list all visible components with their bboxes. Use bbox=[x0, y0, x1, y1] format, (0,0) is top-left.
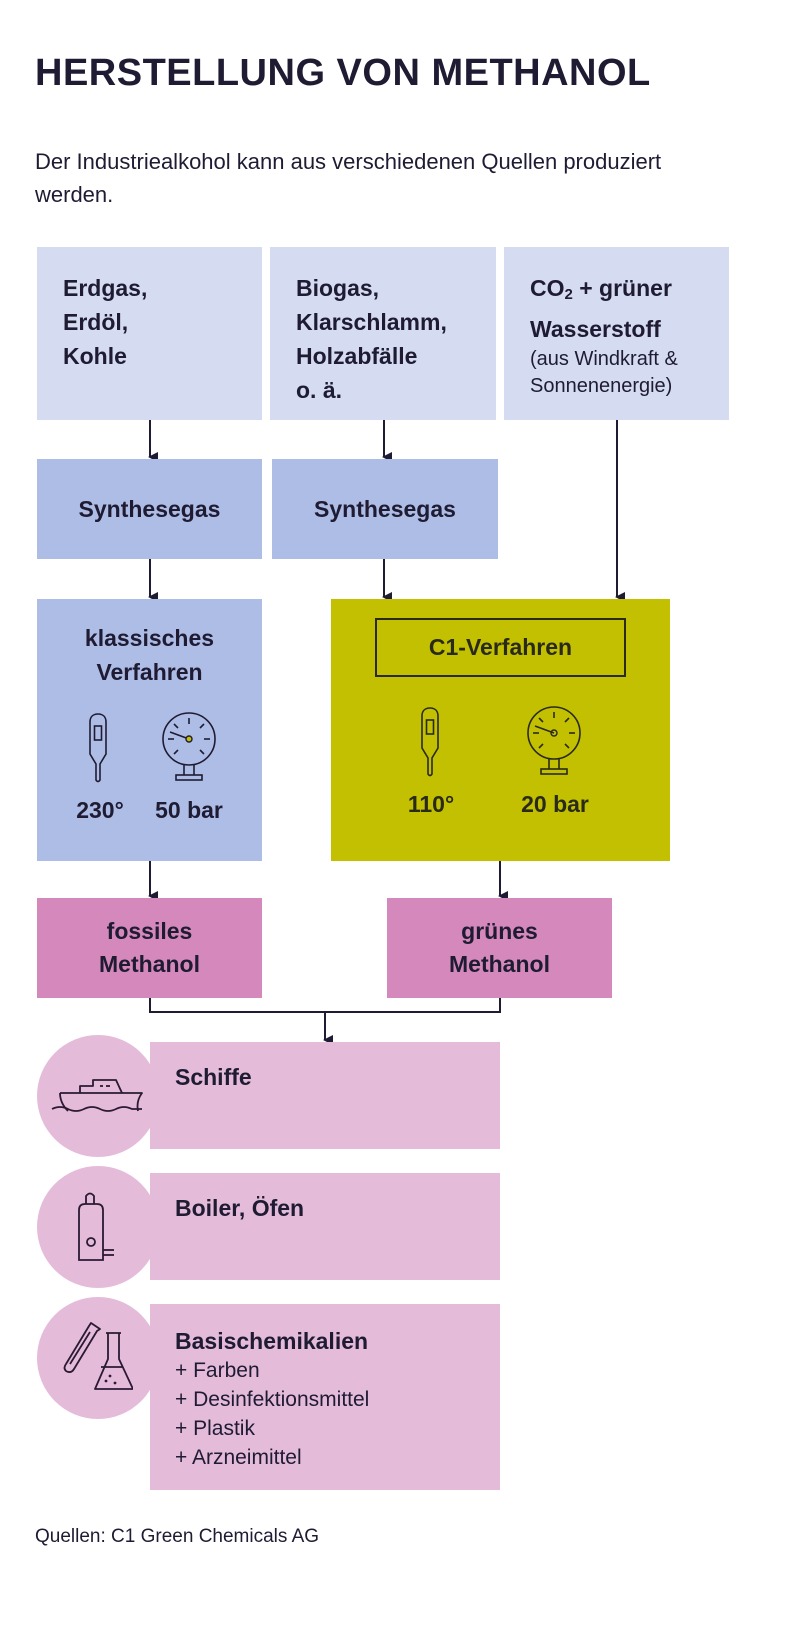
pressure-gauge-icon bbox=[162, 712, 216, 781]
synthesis-gas-fossil: Synthesegas bbox=[37, 459, 262, 559]
process-classic: klassisches Verfahren 230° 50 bar bbox=[37, 599, 262, 861]
source-fossil-line: Erdöl, bbox=[63, 309, 129, 335]
use-chemicals-item: + Arzneimittel bbox=[175, 1446, 302, 1469]
source-credit: Quellen: C1 Green Chemicals AG bbox=[35, 1526, 320, 1547]
boiler-icon bbox=[78, 1192, 114, 1261]
process-c1-title: C1-Verfahren bbox=[375, 618, 626, 677]
ship-icon bbox=[51, 1079, 143, 1112]
use-ships-circle bbox=[37, 1035, 159, 1157]
use-chemicals-circle bbox=[37, 1297, 159, 1419]
source-bio-line: Biogas, bbox=[296, 275, 380, 301]
process-classic-title-line: klassisches bbox=[84, 625, 215, 651]
thermometer-icon bbox=[421, 707, 439, 777]
use-boilers-circle bbox=[37, 1166, 159, 1288]
use-chemicals: Basischemikalien + Farben + Desinfektion… bbox=[150, 1304, 500, 1490]
intro-text: Der Industriealkohol kann aus verschiede… bbox=[35, 149, 662, 207]
thermometer-icon bbox=[89, 713, 107, 783]
synthesis-gas-bio: Synthesegas bbox=[272, 459, 498, 559]
source-green-hydrogen: CO2 + grüner Wasserstoff (aus Windkraft … bbox=[504, 247, 729, 420]
co2-label: CO bbox=[530, 275, 565, 301]
c1-pressure: 20 bar bbox=[521, 791, 589, 817]
source-green-note: (aus Windkraft & bbox=[530, 348, 678, 370]
use-chemicals-item: + Plastik bbox=[175, 1417, 255, 1440]
green-label: + grüner bbox=[572, 275, 672, 301]
source-bio-line: Klarschlamm, bbox=[296, 309, 447, 335]
co2-subscript: 2 bbox=[564, 286, 573, 303]
use-boilers-title: Boiler, Öfen bbox=[175, 1195, 305, 1221]
use-chemicals-title: Basischemikalien bbox=[175, 1328, 369, 1354]
source-fossil: Erdgas, Erdöl, Kohle bbox=[37, 247, 262, 420]
product-fossil-line: fossiles bbox=[106, 918, 193, 944]
process-classic-title: klassisches Verfahren bbox=[37, 621, 262, 689]
process-c1: C1-Verfahren 110° 20 bar bbox=[331, 599, 670, 861]
source-green-line2: Wasserstoff bbox=[530, 316, 661, 342]
product-fossil-line: Methanol bbox=[99, 951, 200, 977]
source-green-note: Sonnenenergie) bbox=[530, 375, 673, 397]
source-bio: Biogas, Klarschlamm, Holzabfälle o. ä. bbox=[270, 247, 496, 420]
use-ships: Schiffe bbox=[150, 1042, 500, 1149]
product-fossil-methanol: fossiles Methanol bbox=[37, 898, 262, 998]
classic-pressure: 50 bar bbox=[155, 797, 223, 823]
use-chemicals-item: + Farben bbox=[175, 1359, 260, 1382]
use-boilers: Boiler, Öfen bbox=[150, 1173, 500, 1280]
source-bio-line: Holzabfälle bbox=[296, 343, 418, 369]
product-green-line: Methanol bbox=[449, 951, 550, 977]
lab-flask-icon bbox=[63, 1322, 133, 1390]
product-green-line: grünes bbox=[461, 918, 538, 944]
use-chemicals-item: + Desinfektionsmittel bbox=[175, 1388, 370, 1411]
source-fossil-line: Kohle bbox=[63, 343, 127, 369]
c1-temperature: 110° bbox=[407, 791, 455, 817]
pressure-gauge-icon bbox=[527, 706, 581, 775]
product-green-methanol: grünes Methanol bbox=[387, 898, 612, 998]
use-ships-title: Schiffe bbox=[175, 1064, 252, 1090]
process-classic-title-line: Verfahren bbox=[96, 659, 203, 685]
merge-line bbox=[149, 998, 501, 1013]
classic-temperature: 230° bbox=[76, 797, 124, 823]
page-title: HERSTELLUNG VON METHANOL bbox=[35, 52, 651, 94]
source-bio-line: o. ä. bbox=[296, 377, 343, 403]
source-green-line1: CO2 + grüner bbox=[530, 271, 703, 312]
source-fossil-line: Erdgas, bbox=[63, 275, 148, 301]
